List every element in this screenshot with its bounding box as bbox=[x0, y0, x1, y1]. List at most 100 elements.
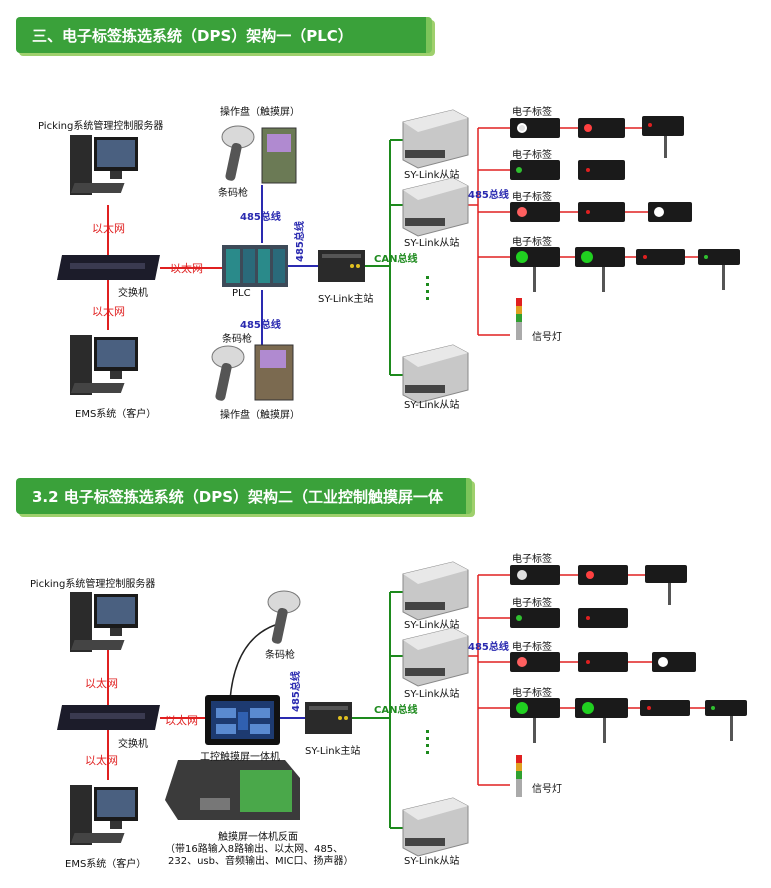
rs485-label-vertical: 485总线 bbox=[291, 671, 302, 712]
slave-label: SY-Link从站 bbox=[404, 238, 460, 249]
section-2-title: 3.2 电子标签拣选系统（DPS）架构二（工业控制触摸屏一体 bbox=[32, 488, 444, 506]
panel-back-desc-2: 232、usb、音频输出、MIC口、扬声器） bbox=[168, 856, 354, 867]
scanner-icon bbox=[267, 590, 301, 644]
touch-panel-icon bbox=[205, 695, 280, 745]
electronic-tag-icon bbox=[575, 247, 625, 292]
slave-station-icon bbox=[402, 561, 469, 621]
scanner-label: 条码枪 bbox=[222, 334, 252, 345]
can-label: CAN总线 bbox=[374, 705, 418, 716]
panel-back-title: 触摸屏一体机反面 bbox=[218, 832, 298, 843]
tag-label: 电子标签 bbox=[512, 150, 552, 161]
light-label: 信号灯 bbox=[532, 332, 562, 343]
electronic-tag-icon bbox=[510, 247, 560, 292]
panel-back-icon bbox=[165, 760, 300, 820]
tag-label: 电子标签 bbox=[512, 554, 552, 565]
slave-label: SY-Link从站 bbox=[404, 856, 460, 867]
slave-station-icon bbox=[402, 797, 469, 857]
electronic-tag-icon bbox=[575, 698, 628, 743]
electronic-tag-icon bbox=[578, 565, 628, 585]
can-label: CAN总线 bbox=[374, 254, 418, 265]
panel-label: 操作盘（触摸屏） bbox=[220, 107, 300, 118]
panel-label: 操作盘（触摸屏） bbox=[220, 410, 300, 421]
tag-label: 电子标签 bbox=[512, 107, 552, 118]
electronic-tag-icon bbox=[510, 160, 560, 180]
ethernet-label: 以太网 bbox=[92, 305, 125, 318]
light-label: 信号灯 bbox=[532, 784, 562, 795]
scanner-icon bbox=[211, 345, 245, 401]
slave-station-icon bbox=[402, 344, 469, 404]
slave-label: SY-Link从站 bbox=[404, 400, 460, 411]
tag-label: 电子标签 bbox=[512, 642, 552, 653]
electronic-tag-icon bbox=[510, 565, 560, 585]
computer-icon bbox=[70, 135, 138, 195]
ethernet-label: 以太网 bbox=[165, 714, 198, 727]
electronic-tag-icon bbox=[510, 118, 560, 138]
slave-label: SY-Link从站 bbox=[404, 620, 460, 631]
can-dots bbox=[426, 276, 429, 300]
electronic-tag-icon bbox=[636, 249, 685, 265]
slave-station-icon bbox=[402, 109, 469, 169]
master-station-icon bbox=[305, 702, 352, 734]
electronic-tag-icon bbox=[648, 202, 692, 222]
electronic-tag-icon bbox=[578, 202, 625, 222]
server-label: Picking系统管理控制服务器 bbox=[38, 121, 164, 132]
tag-label: 电子标签 bbox=[512, 598, 552, 609]
rs485-label: 485总线 bbox=[240, 212, 281, 223]
electronic-tag-icon bbox=[578, 608, 628, 628]
signal-light-icon bbox=[516, 298, 522, 340]
electronic-tag-icon bbox=[578, 118, 625, 138]
scanner-label: 条码枪 bbox=[218, 188, 248, 199]
ems-label: EMS系统（客户） bbox=[75, 409, 157, 420]
section-1-title: 三、电子标签拣选系统（DPS）架构一（PLC） bbox=[32, 27, 353, 45]
panel-back-desc-1: （带16路输入8路输出、以太网、485、 bbox=[165, 844, 344, 855]
signal-light-icon bbox=[516, 755, 522, 797]
electronic-tag-icon bbox=[705, 700, 747, 741]
electronic-tag-icon bbox=[640, 700, 690, 716]
section-2-banner: 3.2 电子标签拣选系统（DPS）架构二（工业控制触摸屏一体 bbox=[16, 478, 472, 514]
slave-label: SY-Link从站 bbox=[404, 170, 460, 181]
electronic-tag-icon bbox=[645, 565, 687, 605]
electronic-tag-icon bbox=[578, 652, 628, 672]
touch-panel-icon bbox=[254, 344, 294, 401]
switch-label: 交换机 bbox=[118, 288, 148, 299]
computer-icon bbox=[70, 335, 138, 395]
computer-icon bbox=[70, 592, 138, 652]
server-label: Picking系统管理控制服务器 bbox=[30, 579, 156, 590]
computer-icon bbox=[70, 785, 138, 845]
rs485-label: 485总线 bbox=[240, 320, 281, 331]
scanner-label: 条码枪 bbox=[265, 650, 295, 661]
electronic-tag-icon bbox=[510, 202, 560, 222]
electronic-tag-icon bbox=[510, 608, 560, 628]
master-label: SY-Link主站 bbox=[318, 294, 374, 305]
tag-label: 电子标签 bbox=[512, 688, 552, 699]
slave-station-icon bbox=[402, 627, 469, 687]
slave-station-icon bbox=[402, 177, 469, 237]
ethernet-label: 以太网 bbox=[170, 262, 203, 275]
section-1-banner: 三、电子标签拣选系统（DPS）架构一（PLC） bbox=[16, 17, 432, 53]
tag-label: 电子标签 bbox=[512, 192, 552, 203]
plc-label: PLC bbox=[232, 288, 251, 299]
master-station-icon bbox=[318, 250, 365, 282]
rs485-label: 485总线 bbox=[468, 642, 509, 653]
electronic-tag-icon bbox=[510, 652, 560, 672]
switch-label: 交换机 bbox=[118, 739, 148, 750]
ethernet-label: 以太网 bbox=[85, 677, 118, 690]
switch-icon bbox=[57, 705, 160, 730]
electronic-tag-icon bbox=[652, 652, 696, 672]
electronic-tag-icon bbox=[698, 249, 740, 290]
ethernet-label: 以太网 bbox=[85, 754, 118, 767]
slave-label: SY-Link从站 bbox=[404, 689, 460, 700]
touch-panel-label: 工控触摸屏一体机 bbox=[200, 752, 280, 763]
rs485-label: 485总线 bbox=[468, 190, 509, 201]
tag-label: 电子标签 bbox=[512, 237, 552, 248]
ethernet-label: 以太网 bbox=[92, 222, 125, 235]
electronic-tag-icon bbox=[510, 698, 560, 743]
ems-label: EMS系统（客户） bbox=[65, 859, 147, 870]
scanner-icon bbox=[221, 125, 255, 181]
electronic-tag-icon bbox=[642, 116, 684, 158]
touch-panel-icon bbox=[261, 127, 297, 184]
switch-icon bbox=[57, 255, 160, 280]
electronic-tag-icon bbox=[578, 160, 625, 180]
